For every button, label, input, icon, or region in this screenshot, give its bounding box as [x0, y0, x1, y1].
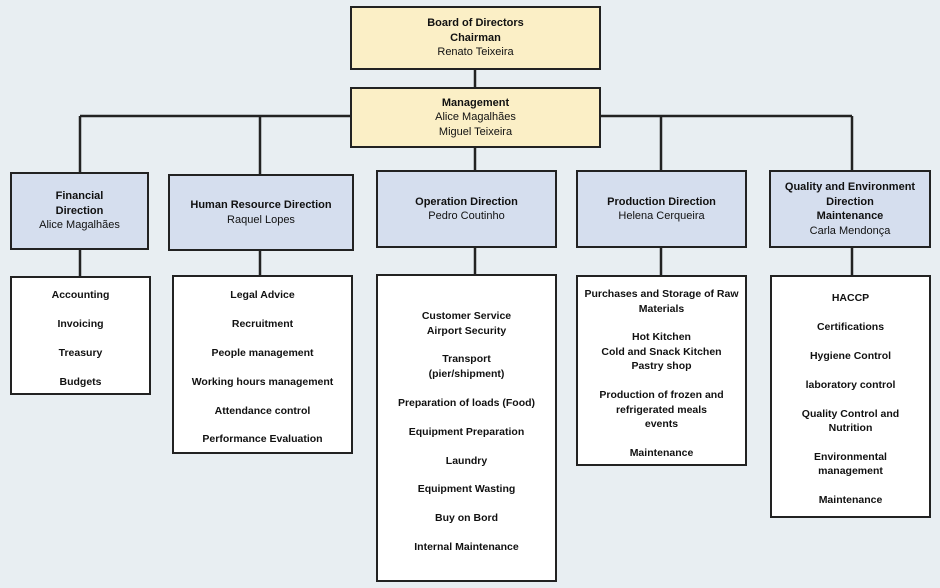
- direction-title: Production Direction: [607, 195, 716, 208]
- hr-direction-box: Human Resource Direction Raquel Lopes: [168, 174, 354, 251]
- list-item: Transport (pier/shipment): [428, 353, 505, 380]
- list-item: Maintenance: [818, 494, 883, 507]
- list-item: HACCP: [831, 292, 870, 304]
- list-item: Accounting: [51, 289, 110, 301]
- list-item: Recruitment: [231, 317, 294, 330]
- list-item: Equipment Wasting: [417, 483, 516, 496]
- list-item: Working hours management: [191, 375, 334, 388]
- list-item: Hot Kitchen Cold and Snack Kitchen Pastr…: [601, 331, 722, 373]
- list-item: Budgets: [59, 376, 102, 388]
- board-chairman-label: Chairman: [450, 31, 501, 44]
- list-item: laboratory control: [805, 378, 896, 391]
- management-title: Management: [441, 96, 510, 109]
- list-item: Internal Maintenance: [414, 541, 519, 554]
- list-item: Attendance control: [214, 404, 311, 417]
- list-item: Performance Evaluation: [202, 433, 323, 446]
- direction-head: Helena Cerqueira: [618, 210, 705, 222]
- direction-head: Raquel Lopes: [227, 213, 295, 226]
- list-item: Purchases and Storage of Raw Materials: [584, 288, 739, 315]
- list-item: Quality Control and Nutrition: [801, 407, 900, 435]
- list-item: Environmental management: [814, 450, 887, 478]
- list-item: Treasury: [58, 347, 103, 359]
- management-person-1: Alice Magalhães: [435, 111, 516, 124]
- direction-title: Financial Direction: [55, 190, 104, 217]
- direction-title: Human Resource Direction: [190, 199, 332, 211]
- quality-items-box: HACCP Certifications Hygiene Control lab…: [770, 275, 931, 518]
- production-direction-box: Production Direction Helena Cerqueira: [576, 170, 747, 248]
- list-item: Customer Service Airport Security: [421, 310, 512, 337]
- quality-direction-box: Quality and Environment Direction Mainte…: [769, 170, 931, 248]
- direction-head: Pedro Coutinho: [428, 210, 505, 222]
- board-chairman-name: Renato Teixeira: [437, 46, 514, 59]
- direction-head: Alice Magalhães: [39, 219, 120, 232]
- list-item: Invoicing: [57, 318, 104, 330]
- list-item: Laundry: [445, 454, 488, 467]
- list-item: People management: [211, 346, 314, 359]
- direction-title: Operation Direction: [415, 195, 518, 208]
- list-item: Hygiene Control: [809, 349, 892, 362]
- management-person-2: Miguel Teixeira: [438, 125, 513, 138]
- list-item: Preparation of loads (Food): [397, 396, 536, 409]
- direction-title: Quality and Environment Direction Mainte…: [784, 181, 916, 222]
- operation-direction-box: Operation Direction Pedro Coutinho: [376, 170, 557, 248]
- operation-items-box: Customer Service Airport Security Transp…: [376, 274, 557, 582]
- list-item: Maintenance: [629, 447, 694, 460]
- board-of-directors-box: Board of Directors Chairman Renato Teixe…: [350, 6, 601, 70]
- board-title: Board of Directors: [427, 17, 524, 30]
- list-item: Equipment Preparation: [408, 425, 525, 438]
- list-item: Legal Advice: [230, 289, 295, 301]
- financial-items-box: Accounting Invoicing Treasury Budgets: [10, 276, 151, 395]
- direction-head: Carla Mendonça: [809, 224, 891, 237]
- list-item: Buy on Bord: [435, 512, 498, 525]
- management-box: Management Alice Magalhães Miguel Teixei…: [350, 87, 601, 148]
- production-items-box: Purchases and Storage of Raw Materials H…: [576, 275, 747, 466]
- financial-direction-box: Financial Direction Alice Magalhães: [10, 172, 149, 250]
- list-item: Certifications: [816, 320, 885, 333]
- hr-items-box: Legal Advice Recruitment People manageme…: [172, 275, 353, 454]
- list-item: Production of frozen and refrigerated me…: [599, 389, 724, 431]
